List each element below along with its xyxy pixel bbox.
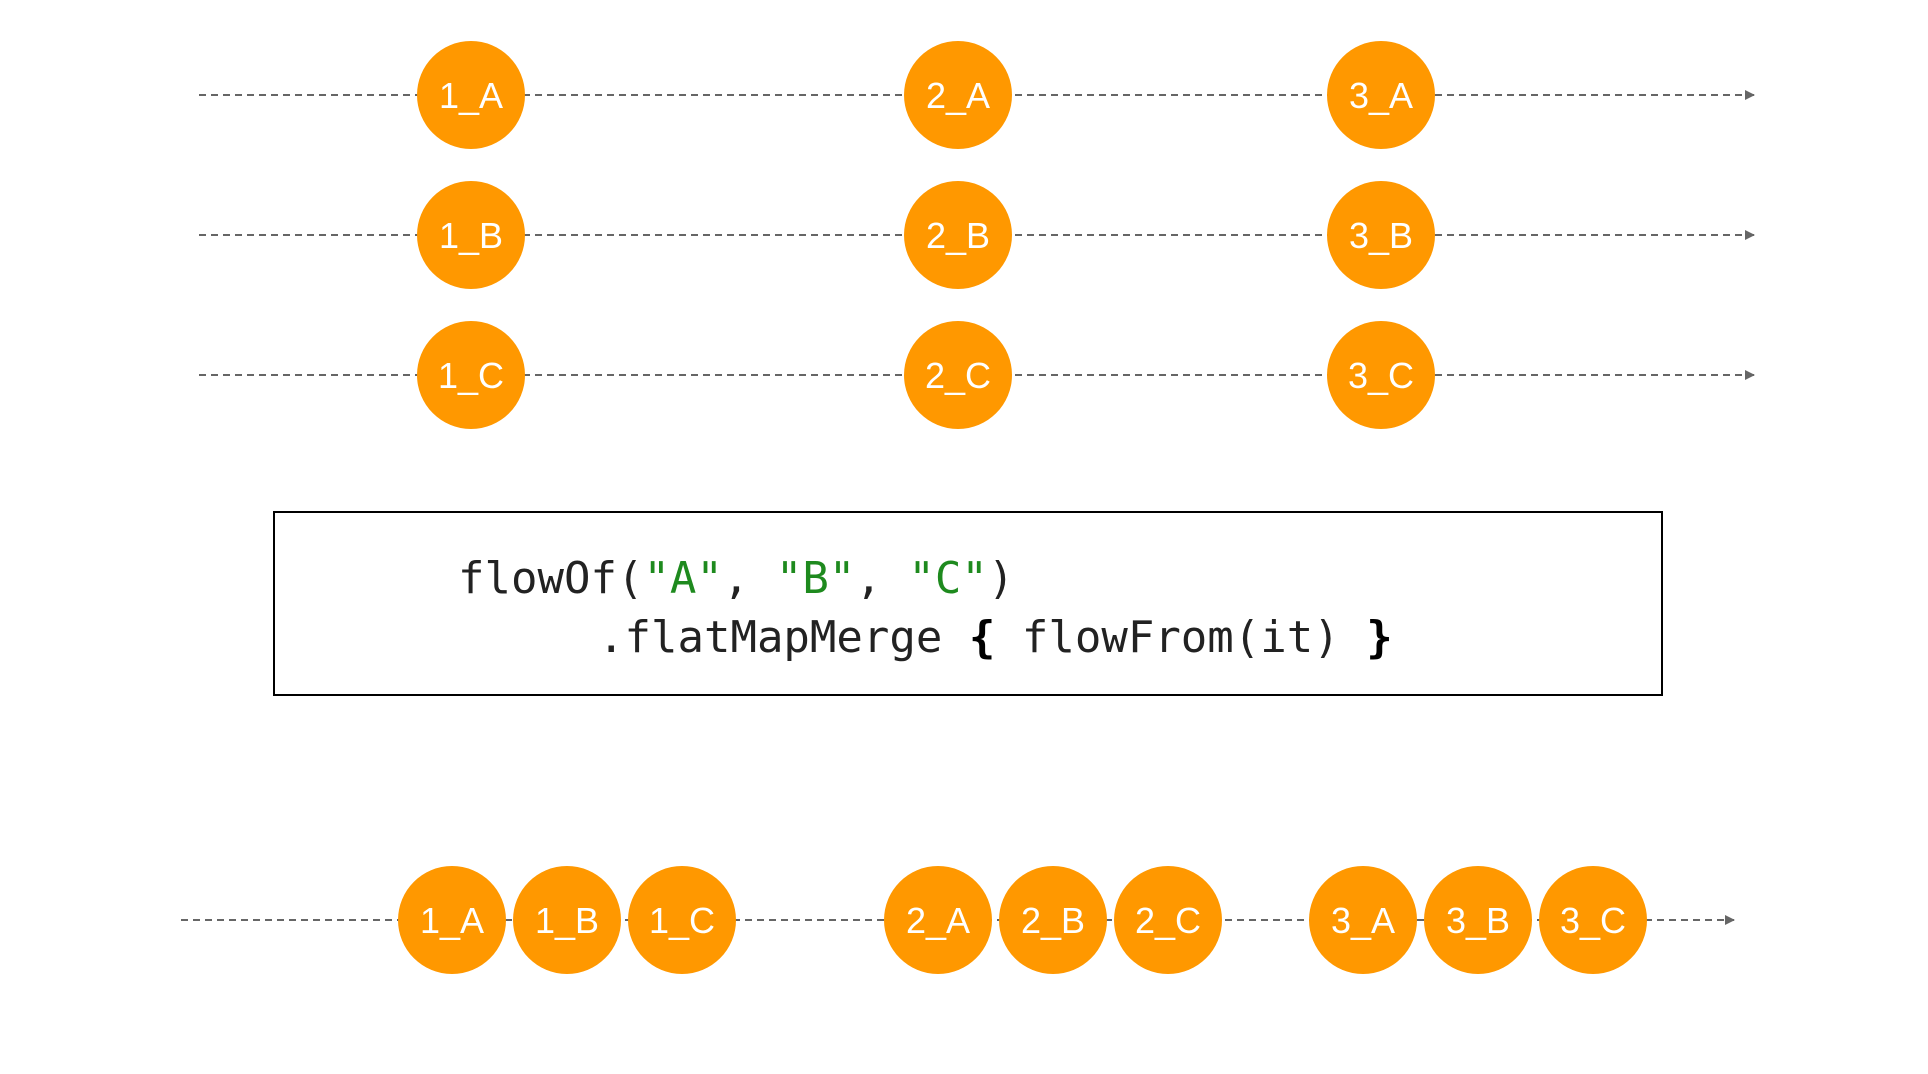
input-flow-c: 1_C 2_C 3_C (199, 321, 1755, 429)
input-flow-b: 1_B 2_B 3_B (199, 181, 1755, 289)
marble-label: 1_B (535, 900, 599, 941)
marble: 1_B (417, 181, 525, 289)
output-group: 3_A 3_B 3_C (1309, 866, 1647, 974)
code-line-flatmapmerge: .flatMapMerge { flowFrom(it) } (598, 616, 1393, 660)
marble: 2_B (904, 181, 1012, 289)
marble-circle (1327, 41, 1435, 149)
marble: 2_B (999, 866, 1107, 974)
marble-circle (1114, 866, 1222, 974)
marble-label: 1_C (438, 355, 504, 396)
code-flatmapmerge-call: .flatMapMerge (598, 612, 969, 663)
input-flows: 1_A 2_A 3_A 1_B 2_B 3_B 1_C 2_C 3_C (199, 41, 1755, 429)
code-separator: , (722, 553, 776, 604)
code-string-a: "A" (643, 553, 723, 604)
marble: 3_A (1327, 41, 1435, 149)
marble-label: 2_C (1135, 900, 1201, 941)
marble-circle (1309, 866, 1417, 974)
marble: 3_B (1327, 181, 1435, 289)
marble-circle (417, 41, 525, 149)
marble-label: 2_B (926, 215, 990, 256)
marble: 2_C (904, 321, 1012, 429)
marble-circle (417, 321, 525, 429)
marble: 2_A (904, 41, 1012, 149)
marble-circle (904, 41, 1012, 149)
marble-label: 3_A (1349, 75, 1413, 116)
marble: 1_C (628, 866, 736, 974)
marble-circle (904, 181, 1012, 289)
marble-label: 2_C (925, 355, 991, 396)
marble-label: 3_B (1349, 215, 1413, 256)
marble: 2_A (884, 866, 992, 974)
marble-circle (904, 321, 1012, 429)
marble-circle (398, 866, 506, 974)
marble: 2_C (1114, 866, 1222, 974)
marble-label: 1_B (439, 215, 503, 256)
marble-label: 1_A (439, 75, 503, 116)
marble-label: 2_B (1021, 900, 1085, 941)
input-flow-a: 1_A 2_A 3_A (199, 41, 1755, 149)
marble-circle (999, 866, 1107, 974)
marble: 1_A (417, 41, 525, 149)
marble-circle (1327, 321, 1435, 429)
marble-label: 1_C (649, 900, 715, 941)
marble-label: 2_A (926, 75, 990, 116)
marble-circle (1327, 181, 1435, 289)
code-string-c: "C" (908, 553, 988, 604)
marble-circle (884, 866, 992, 974)
code-close-paren: ) (987, 553, 1015, 604)
marble-circle (1539, 866, 1647, 974)
marble-label: 3_C (1560, 900, 1626, 941)
marble-label: 2_A (906, 900, 970, 941)
code-line-flowof: flowOf("A", "B", "C") (458, 557, 1014, 601)
code-box: flowOf("A", "B", "C") .flatMapMerge { fl… (273, 511, 1663, 696)
output-group: 1_A 1_B 1_C (398, 866, 736, 974)
marble-label: 3_B (1446, 900, 1510, 941)
marble: 3_A (1309, 866, 1417, 974)
code-flowof-call: flowOf( (458, 553, 644, 604)
code-separator: , (855, 553, 909, 604)
marble: 3_B (1424, 866, 1532, 974)
code-lambda-body: flowFrom(it) (995, 612, 1367, 663)
marble-circle (1424, 866, 1532, 974)
code-string-b: "B" (775, 553, 856, 604)
marble: 3_C (1539, 866, 1647, 974)
marble: 1_C (417, 321, 525, 429)
marble: 1_A (398, 866, 506, 974)
marble-label: 1_A (420, 900, 484, 941)
marble-label: 3_A (1331, 900, 1395, 941)
code-close-brace: } (1366, 612, 1393, 663)
marble-label: 3_C (1348, 355, 1414, 396)
code-open-brace: { (968, 612, 996, 663)
output-flow: 1_A 1_B 1_C 2_A 2_B 2_C 3_A 3_B 3_C (181, 866, 1735, 974)
marble-circle (513, 866, 621, 974)
marble-circle (417, 181, 525, 289)
output-group: 2_A 2_B 2_C (884, 866, 1222, 974)
marble-circle (628, 866, 736, 974)
marble: 1_B (513, 866, 621, 974)
marble: 3_C (1327, 321, 1435, 429)
